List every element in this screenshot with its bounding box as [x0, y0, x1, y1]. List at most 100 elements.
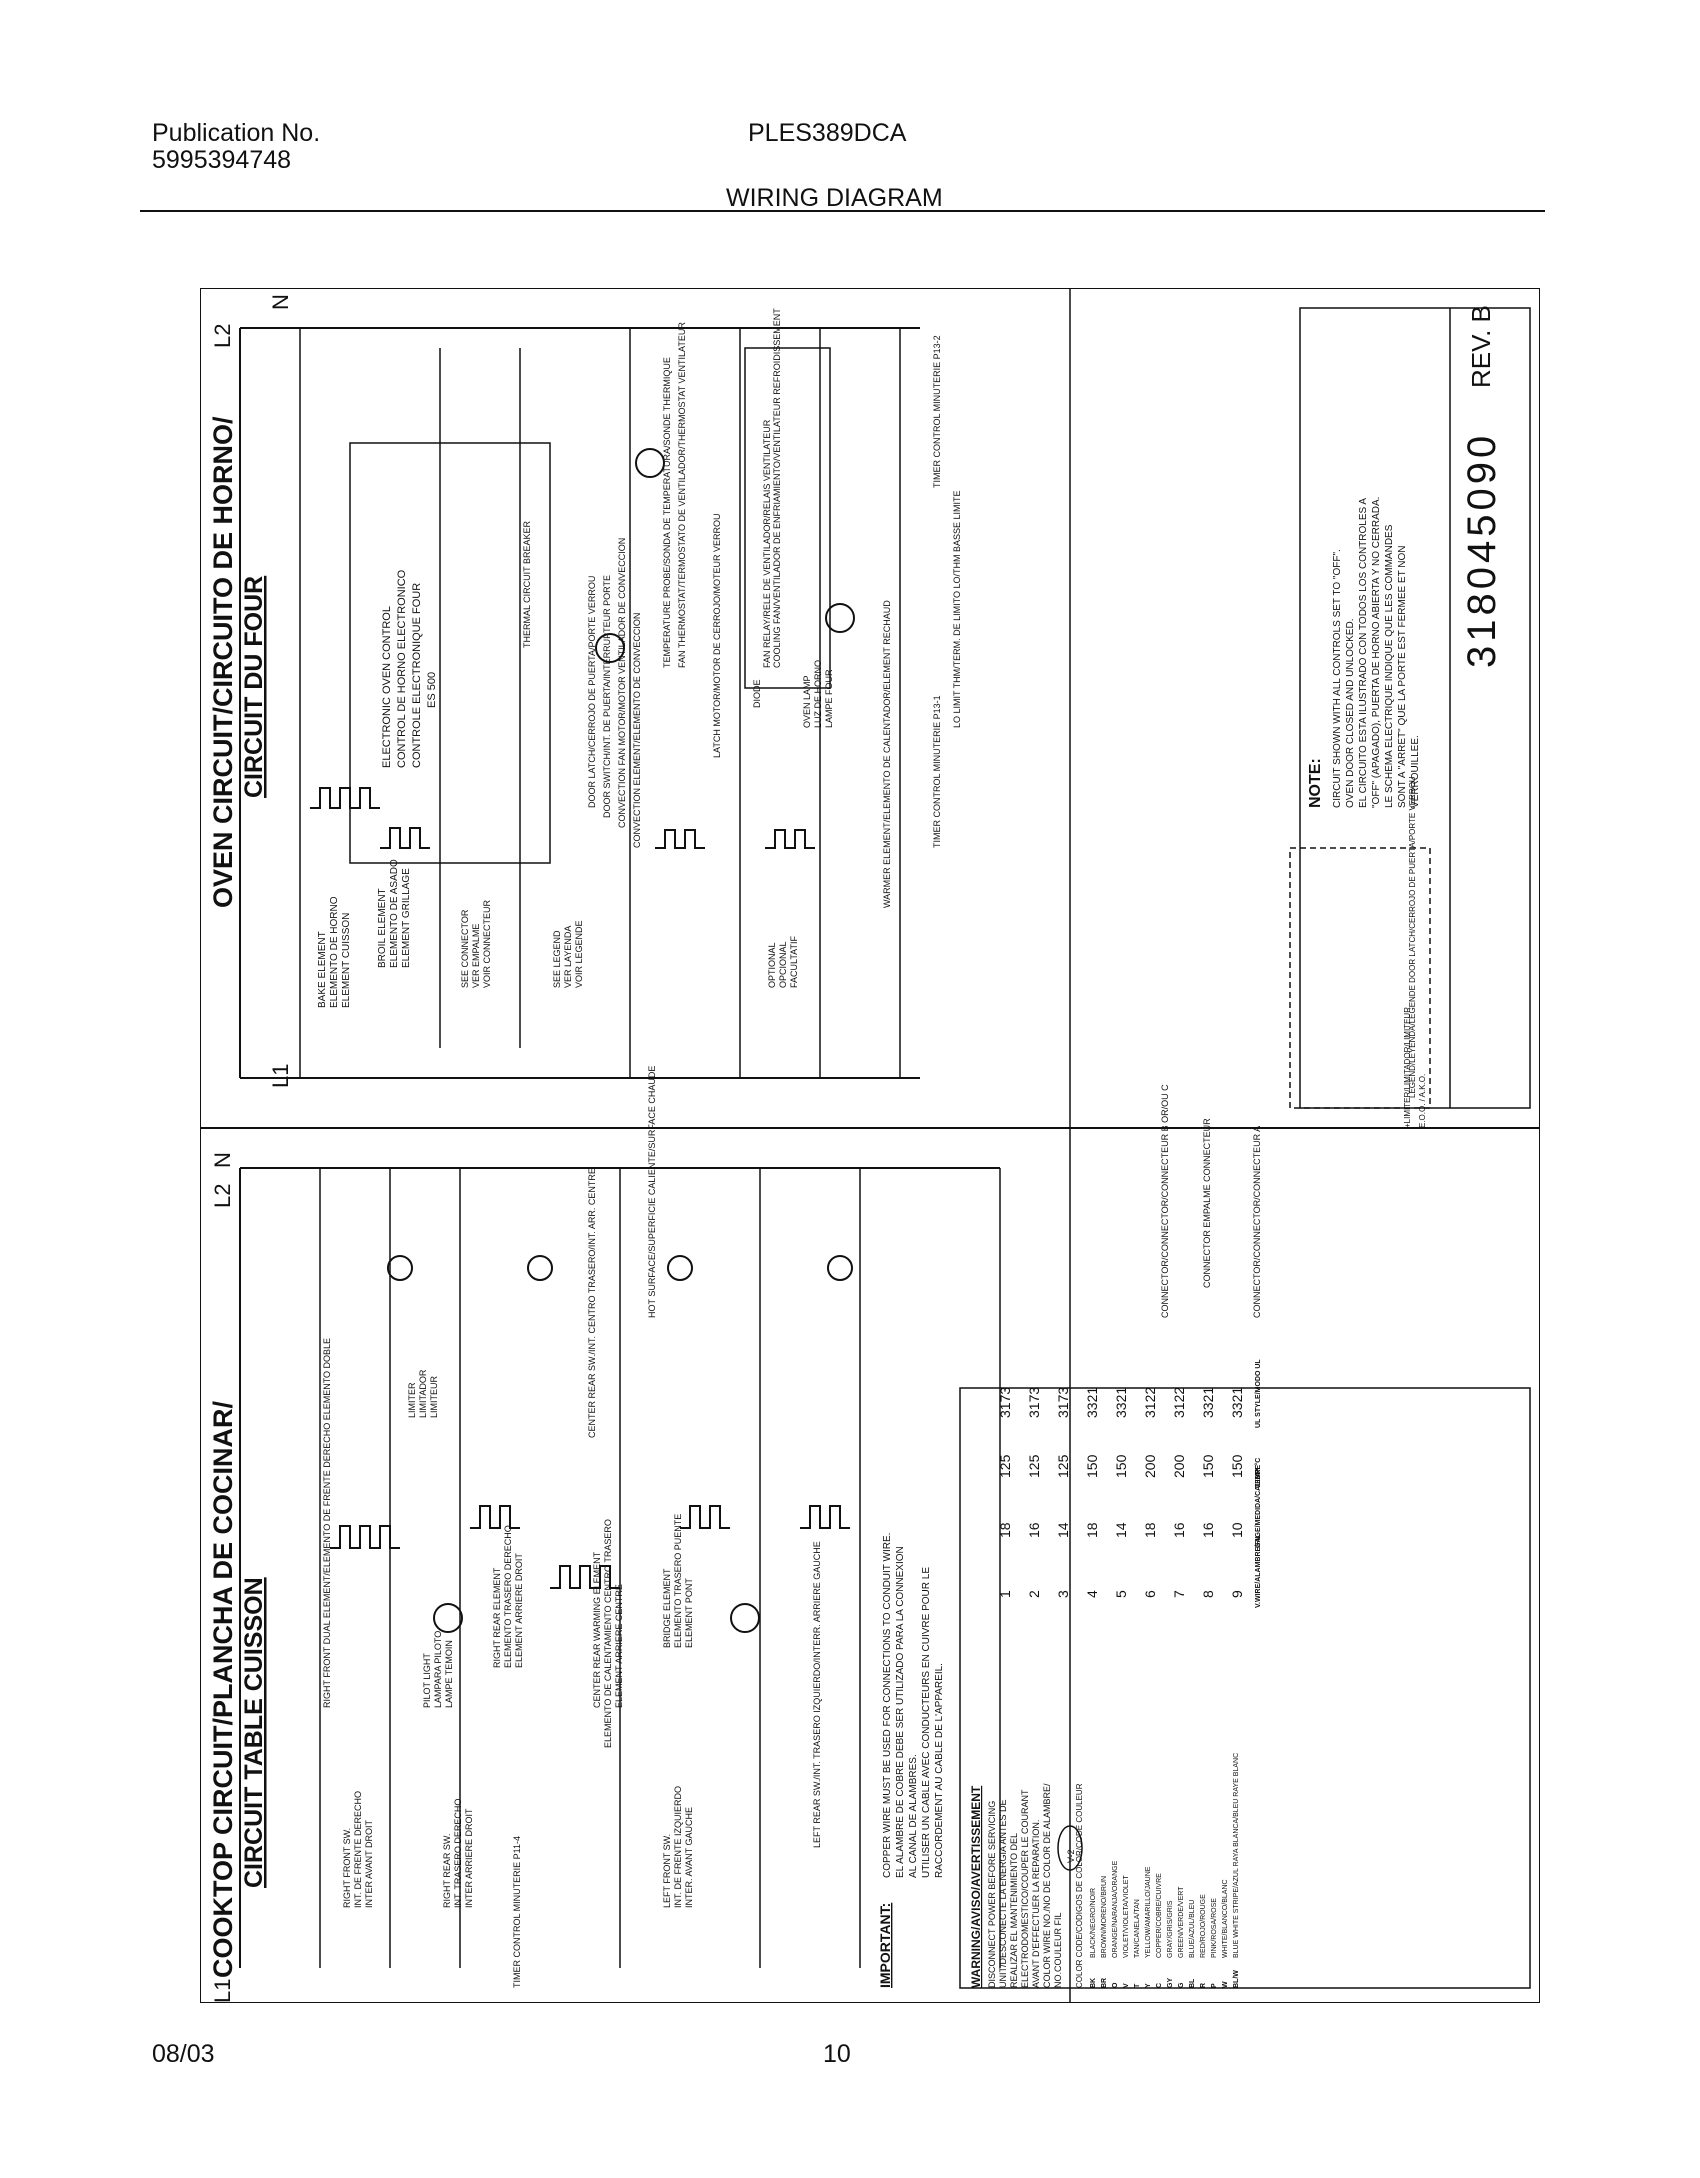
wire-table-cell: 8 [1200, 1590, 1216, 1598]
wire-spec-table: V.WIRE/ALAMBRE/FILGAGE/MEDIDA/CALIBRETEM… [997, 1359, 1262, 1608]
broil-element-symbol [380, 827, 430, 849]
connector-a-label: CONNECTOR/CONNECTOR/CONNECTEUR A [1252, 1126, 1262, 1318]
oven-label-bake-2: ELEMENTO DE HORNO [329, 896, 340, 1008]
cooktop-n-label: N [210, 1152, 235, 1168]
wire-table-cell: 125 [1026, 1454, 1042, 1478]
rf-dual-element-symbol [330, 1525, 400, 1549]
color-code-abbr: BL/W [1233, 1970, 1240, 1988]
note-line-1: CIRCUIT SHOWN WITH ALL CONTROLS SET TO "… [1332, 549, 1343, 808]
warning-line-6: COLOR WIRE NO./NO DE COLOR DE ALAMBRE/ [1042, 1783, 1052, 1988]
wire-table-cell: 14 [1113, 1522, 1129, 1538]
revision: REV. B [1466, 305, 1496, 388]
ct-label-lr-sw: LEFT REAR SW./INT. TRASERO IZQUIERDO/INT… [812, 1541, 822, 1848]
wire-table-cell: 4 [1084, 1590, 1100, 1598]
cooktop-title-2: CIRCUIT TABLE CUISSON [240, 1577, 268, 1888]
ct-label-bridge-3: ELEMENT PONT [684, 1578, 694, 1648]
important-line-5: RACCORDEMENT AU CABLE DE L'APPAREIL. [934, 1663, 945, 1878]
ct-label-bridge-1: BRIDGE ELEMENT [662, 1568, 672, 1648]
oven-label-bake-1: BAKE ELEMENT [317, 931, 328, 1008]
ct-label-limiter-2: LIMITADOR [418, 1369, 428, 1418]
wire-table-header: GAGE/MEDIDA/CALIBRE [1255, 1464, 1262, 1548]
color-code-name: ORANGE/NARANJA/ORANGE [1112, 1860, 1119, 1958]
note-title: NOTE: [1307, 758, 1324, 808]
notes-block: NOTE: CIRCUIT SHOWN WITH ALL CONTROLS SE… [1289, 305, 1531, 1109]
wire-table-cell: 6 [1142, 1590, 1158, 1598]
wire-table-header: TEMP. °C [1254, 1458, 1262, 1488]
rr-element-symbol [470, 1505, 520, 1529]
warning-line-7: NO.COULEUR FIL [1053, 1912, 1063, 1988]
color-code-abbr: C [1156, 1983, 1163, 1988]
color-code-table: BKBLACK/NEGRO/NOIRBRBROWN/MORENO/BRUNOOR… [1090, 1753, 1240, 1988]
oven-lamp-symbol [825, 603, 855, 633]
wire-table-cell: 2 [1026, 1590, 1042, 1598]
wire-table-cell: 150 [1200, 1454, 1216, 1478]
limiter-label: +LIMITER/LIMITADOR/LIMITEUR [1403, 1007, 1412, 1128]
wire-table-cell: 150 [1084, 1454, 1100, 1478]
oven-label-lo-limit: LO LIMIT THM/TERM. DE LIMITO LO/THM BASS… [952, 490, 962, 728]
oven-label-see-conn-1: SEE CONNECTOR [460, 909, 470, 988]
color-code-name: GREEN/VERDE/VERT [1178, 1886, 1185, 1958]
wire-table-cell: 3321 [1113, 1387, 1129, 1418]
oven-section: OVEN CIRCUIT/CIRCUITO DE HORNO/ CIRCUIT … [208, 294, 962, 1088]
oven-label-see-conn-3: VOIR CONNECTEUR [482, 899, 492, 988]
warning-line-5: AVANT D'EFFECTUER LA REPARATION. [1031, 1820, 1041, 1988]
oven-control-box [349, 442, 551, 864]
oven-label-legend-2: VER LAYENDA [563, 926, 573, 988]
ct-label-rf-sw-3: INTER AVANT DROIT [364, 1819, 374, 1908]
ct-label-rr-el-3: ELEMENT ARRIERE DROIT [514, 1553, 524, 1668]
ct-label-rr-el-1: RIGHT REAR ELEMENT [492, 1567, 502, 1668]
color-code-abbr: O [1112, 1982, 1119, 1988]
oven-label-fan-relay: FAN RELAY/RELE DE VENTILADOR/RELAIS VENT… [762, 419, 772, 668]
fan-relay-box [744, 347, 831, 689]
oven-label-broil-3: ELEMENT GRILLAGE [401, 868, 412, 968]
ct-label-timer: TIMER CONTROL MINUTERIE P11-4 [512, 1836, 522, 1988]
color-code-name: RED/ROJO/ROUGE [1200, 1894, 1207, 1958]
oven-label-breaker: THERMAL CIRCUIT BREAKER [522, 520, 532, 648]
l2-label: L2 [210, 324, 235, 348]
color-code-name: WHITE/BLANCO/BLANC [1222, 1879, 1229, 1958]
footer-date: 08/03 [152, 2040, 215, 2068]
oven-label-diode: DIODE [752, 679, 762, 708]
ct-label-rr-sw-1: RIGHT REAR SW. [442, 1834, 452, 1908]
color-code-name: TAN/CANELA/TAN [1134, 1899, 1141, 1958]
wiring-diagram: OVEN CIRCUIT/CIRCUITO DE HORNO/ CIRCUIT … [199, 287, 1541, 2004]
footer-page: 10 [823, 2040, 851, 2068]
ct-label-rf-sw-1: RIGHT FRONT SW. [342, 1828, 352, 1908]
wire-table-cell: 3173 [997, 1387, 1013, 1418]
wire-table-cell: 18 [1084, 1522, 1100, 1538]
note-line-4: "OFF" (APAGADO), PUERTA DE HORNO ABIERTA… [1371, 497, 1382, 808]
oven-label-fan-thermostat: FAN THERMOSTAT/TERMOSTATO DE VENTILADOR/… [677, 322, 687, 668]
oven-label-see-conn-2: VER EMPALME [471, 924, 481, 988]
oven-label-eoc-3: CONTROLE ELECTRONIQUE FOUR [411, 583, 423, 768]
ct-label-rr-sw-3: INTER ARRIERE DROIT [464, 1808, 474, 1908]
wire-table-cell: 3122 [1142, 1387, 1158, 1418]
oven-label-door-latch: DOOR LATCH/CERROJO DE PUERTA/PORTE VERRO… [587, 576, 597, 808]
wire-table-header: UL STYLE/MODO UL [1255, 1359, 1262, 1428]
color-code-name: BROWN/MORENO/BRUN [1101, 1876, 1108, 1958]
color-code-abbr: V [1123, 1983, 1130, 1988]
ct-label-center-sw: CENTER REAR SW./INT. CENTRO TRASERO/INT.… [587, 1168, 597, 1438]
eoo-label: E.O.O. / A.K.O. [1418, 1074, 1427, 1128]
cooktop-section: COOKTOP CIRCUIT/PLANCHA DE COCINAR/ CIRC… [208, 1066, 1001, 2003]
oven-label-door-switch: DOOR SWITCH/INT. DE PUERTA/INTERRUPTEUR … [602, 575, 612, 818]
oven-label-timer-1: TIMER CONTROL MINUTERIE P13-1 [932, 695, 942, 848]
color-code-name: COPPER/COBRE/CUIVRE [1156, 1873, 1163, 1958]
publication-number: 5995394748 [152, 146, 292, 174]
important-line-3: AL CANAL DE ALAMBRES. [908, 1754, 919, 1878]
ct-label-pilot-3: LAMPE TEMOIN [444, 1640, 454, 1708]
color-code-abbr: BK [1090, 1978, 1097, 1988]
warning-line-2: UNIT/DESCONECTE LA ENERGIA ANTES DE [998, 1799, 1008, 1988]
warning-line-4: ELECTRODOMESTICO/COUPER LE COURANT [1020, 1789, 1030, 1988]
ct-label-rf-dual: RIGHT FRONT DUAL ELEMENT/ELEMENTO DE FRE… [322, 1338, 332, 1708]
ct-label-rf-sw-2: INT. DE FRENTE DERECHO [353, 1791, 363, 1908]
color-code-name: BLUE/AZUL/BLEU [1189, 1900, 1196, 1958]
pilot-light-2-symbol [730, 1603, 760, 1633]
important-line-2: EL ALAMBRE DE COBRE DEBE SER UTILIZADO P… [895, 1546, 906, 1878]
model-number: PLES389DCA [748, 119, 907, 147]
warning-block: WARNING/AVISO/AVERTISSEMENT DISCONNECT P… [959, 1007, 1531, 1989]
wire-table-cell: 125 [1055, 1454, 1071, 1478]
oven-label-bake-3: ELEMENT CUISSON [341, 913, 352, 1008]
diagram-border [199, 287, 1541, 2004]
hot-surface-3-symbol [667, 1255, 693, 1281]
wire-table-cell: 1 [997, 1590, 1013, 1598]
